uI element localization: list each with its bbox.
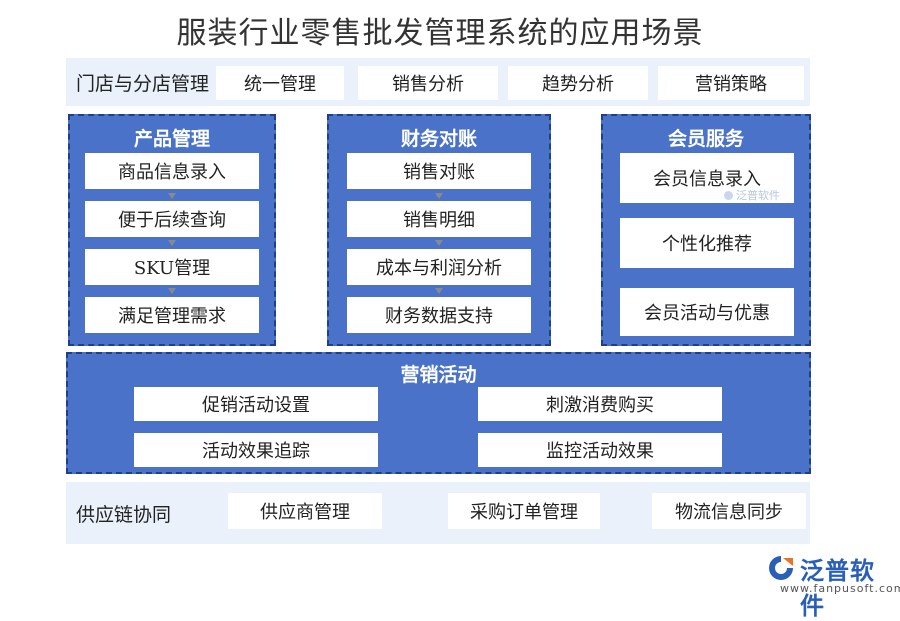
arrow-down-icon: [168, 193, 176, 199]
finance-step-sales-reconciliation: 销售对账: [347, 153, 531, 189]
member-service-panel: 会员服务 会员信息录入 泛普软件 个性化推荐 会员活动与优惠: [601, 114, 811, 346]
store-item-sales-analysis: 销售分析: [358, 66, 498, 100]
supply-item-purchase-orders: 采购订单管理: [448, 493, 600, 529]
finance-step-data-support: 财务数据支持: [347, 297, 531, 333]
page-title: 服装行业零售批发管理系统的应用场景: [176, 16, 704, 51]
company-logo: 泛普软件 www.fanpusoft.com: [766, 551, 900, 620]
arrow-down-icon: [435, 288, 443, 294]
watermark-logo: 泛普软件: [724, 187, 780, 203]
marketing-item-monitor-effect: 监控活动效果: [478, 433, 722, 467]
member-item-activities-offers: 会员活动与优惠: [620, 288, 794, 336]
logo-mark-icon: [769, 556, 793, 580]
arrow-down-icon: [435, 193, 443, 199]
finance-step-cost-profit: 成本与利润分析: [347, 249, 531, 285]
member-panel-title: 会员服务: [667, 128, 744, 150]
product-management-panel: 产品管理 商品信息录入 便于后续查询 SKU管理 满足管理需求: [68, 114, 276, 346]
finance-panel-title: 财务对账: [400, 128, 477, 150]
arrow-down-icon: [168, 240, 176, 246]
member-item-info-entry: 会员信息录入 泛普软件: [620, 153, 794, 203]
finance-step-sales-detail: 销售明细: [347, 201, 531, 237]
store-item-marketing-strategy: 营销策略: [658, 66, 804, 100]
store-management-band: 门店与分店管理 统一管理 销售分析 趋势分析 营销策略: [66, 58, 810, 106]
product-panel-title: 产品管理: [133, 128, 210, 150]
marketing-item-promotion-setup: 促销活动设置: [134, 387, 378, 421]
arrow-down-icon: [168, 288, 176, 294]
member-info-entry-label: 会员信息录入: [653, 169, 761, 190]
product-step-info-entry: 商品信息录入: [85, 153, 259, 189]
product-step-needs: 满足管理需求: [85, 297, 259, 333]
finance-reconciliation-panel: 财务对账 销售对账 销售明细 成本与利润分析 财务数据支持: [327, 114, 551, 346]
product-step-sku: SKU管理: [85, 249, 259, 285]
member-item-personalized-recommendation: 个性化推荐: [620, 218, 794, 268]
marketing-panel-title: 营销活动: [400, 364, 477, 386]
store-item-unified-management: 统一管理: [216, 66, 344, 100]
marketing-item-effect-tracking: 活动效果追踪: [134, 433, 378, 467]
marketing-item-stimulate-consumption: 刺激消费购买: [478, 387, 722, 421]
store-item-trend-analysis: 趋势分析: [508, 66, 648, 100]
supply-chain-band: 供应链协同 供应商管理 采购订单管理 物流信息同步: [66, 482, 810, 544]
supply-item-supplier-management: 供应商管理: [228, 493, 382, 529]
logo-url: www.fanpusoft.com: [780, 582, 900, 595]
store-band-label: 门店与分店管理: [76, 72, 210, 95]
supply-item-logistics-sync: 物流信息同步: [652, 493, 806, 529]
marketing-activities-panel: 营销活动 促销活动设置 刺激消费购买 活动效果追踪 监控活动效果: [66, 352, 811, 474]
supply-band-label: 供应链协同: [76, 503, 172, 526]
product-step-query: 便于后续查询: [85, 201, 259, 237]
arrow-down-icon: [435, 240, 443, 246]
